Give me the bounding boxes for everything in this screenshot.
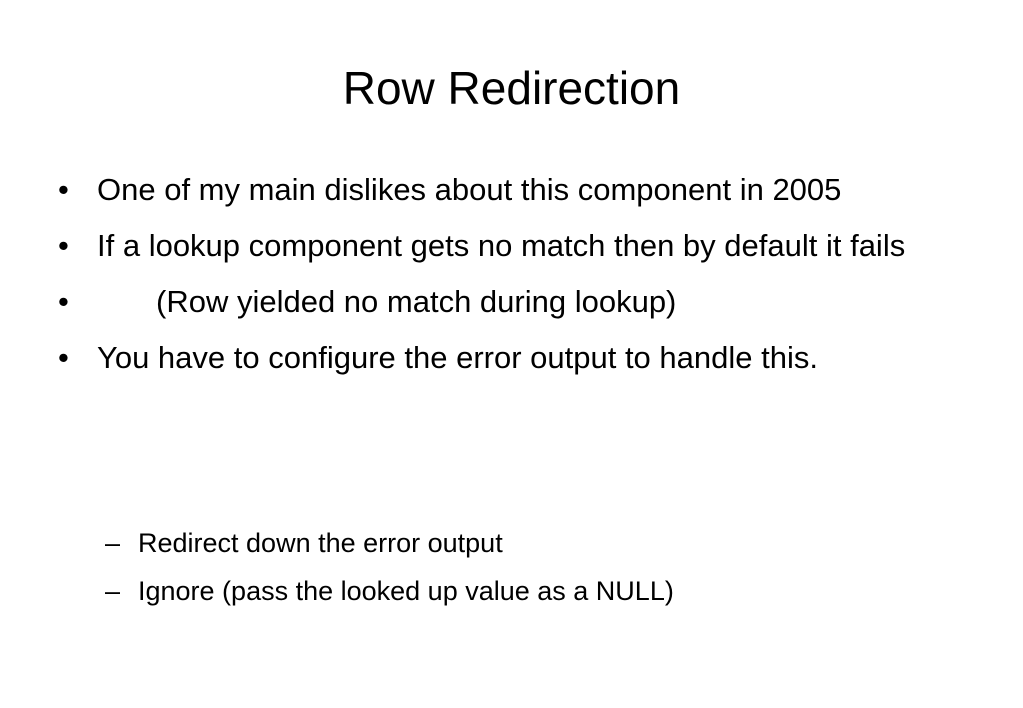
dash-marker: – [105,528,121,558]
bullet-marker: • [58,228,69,263]
sub-bullet-list: – Redirect down the error output – Ignor… [105,525,905,621]
bullet-item: • You have to configure the error output… [54,336,954,380]
bullet-marker: • [58,284,69,319]
bullet-text: One of my main dislikes about this compo… [97,172,842,207]
bullet-item: • (Row yielded no match during lookup) [54,280,954,324]
sub-bullet-item: – Redirect down the error output [105,525,905,561]
slide-title: Row Redirection [342,62,681,114]
bullet-text: (Row yielded no match during lookup) [156,284,677,319]
sub-bullet-text: Ignore (pass the looked up value as a NU… [138,576,674,606]
bullet-marker: • [58,172,69,207]
bullet-list: • One of my main dislikes about this com… [54,168,954,392]
bullet-text: You have to configure the error output t… [97,340,818,375]
dash-marker: – [105,576,121,606]
bullet-item: • If a lookup component gets no match th… [54,224,954,268]
bullet-marker: • [58,340,69,375]
sub-bullet-text: Redirect down the error output [138,528,503,558]
bullet-text: If a lookup component gets no match then… [97,228,906,263]
sub-bullet-item: – Ignore (pass the looked up value as a … [105,573,905,609]
bullet-item: • One of my main dislikes about this com… [54,168,954,212]
